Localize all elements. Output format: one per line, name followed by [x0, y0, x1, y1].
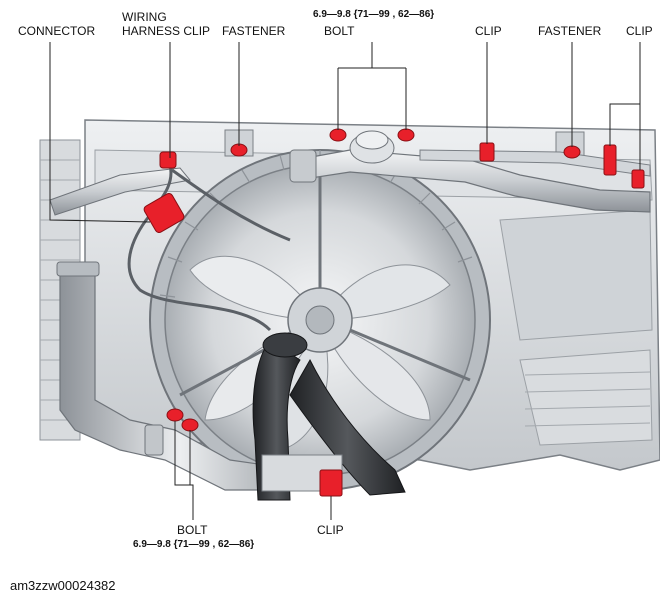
clip-right-part-1 — [603, 144, 617, 176]
upper-radiator-hose — [289, 130, 651, 213]
torque-bottom-label: 6.9—9.8 {71—99 , 62—86} — [133, 539, 255, 550]
leader-lines — [49, 42, 641, 520]
overflow-pipe — [49, 149, 651, 216]
bolt-top-right-part — [397, 128, 415, 142]
clip-right-label: CLIP — [626, 24, 653, 38]
bolt-top-left-part — [329, 128, 347, 142]
torque-top-label: 6.9—9.8 {71—99 , 62—86} — [313, 9, 435, 20]
document-id: am3zzw00024382 — [10, 578, 116, 593]
bolt-bottom-right-part — [181, 418, 199, 432]
wiring-harness-clip-part — [159, 151, 177, 169]
clip-top-part — [479, 142, 495, 162]
dark-coolant-hose — [252, 332, 406, 501]
bolt-top-label: BOLT — [324, 24, 355, 38]
clip-bottom-part — [319, 469, 343, 497]
bolt-bottom-label: BOLT — [177, 523, 208, 537]
bolt-bottom-left-part — [166, 408, 184, 422]
clip-top-label: CLIP — [475, 24, 502, 38]
fastener-right-part — [563, 145, 581, 159]
connector-part — [143, 192, 185, 234]
clip-right-part-2 — [631, 169, 645, 189]
clip-bottom-label: CLIP — [317, 523, 344, 537]
wiring-harness-clip-label-line1: WIRING — [122, 10, 167, 24]
highlighted-parts — [143, 128, 645, 497]
wiring-harness-clip-label-line2: HARNESS CLIP — [122, 24, 211, 38]
fastener-left-label: FASTENER — [222, 24, 286, 38]
cooling-fan — [149, 149, 491, 491]
fastener-right-label: FASTENER — [538, 24, 602, 38]
connector-label: CONNECTOR — [18, 24, 96, 38]
